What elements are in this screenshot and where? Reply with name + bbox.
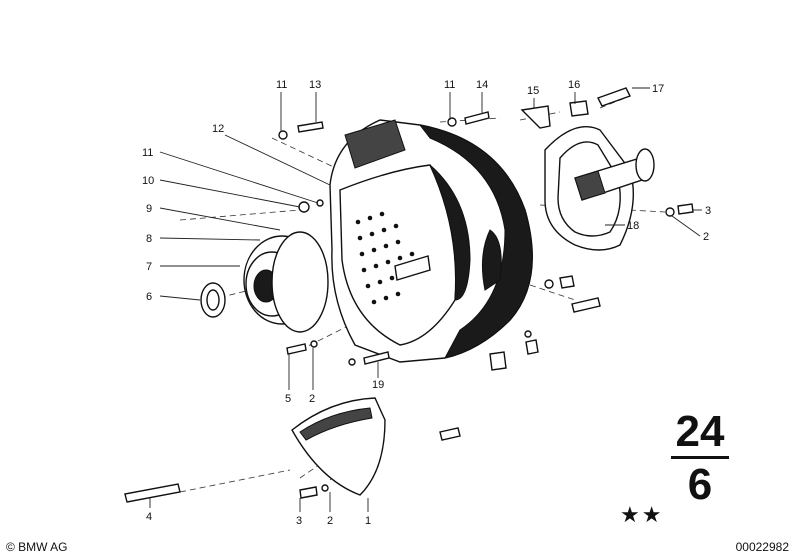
- group-sub: 6: [687, 460, 713, 509]
- callout-12: 12: [212, 123, 224, 135]
- callout-8: 8: [146, 233, 152, 245]
- callout-11-top-center: 11: [444, 79, 455, 91]
- dust-cover-plate: [291, 397, 386, 496]
- callout-14: 14: [476, 79, 488, 91]
- callout-9: 9: [146, 203, 152, 215]
- callout-19: 19: [372, 379, 384, 391]
- callout-4: 4: [146, 511, 152, 523]
- callout-2-mid: 2: [309, 393, 315, 405]
- clutch-housing: [329, 119, 533, 363]
- gasket-ring: [271, 231, 329, 333]
- callout-17: 17: [652, 83, 664, 95]
- callout-6: 6: [146, 291, 152, 303]
- housing-vent-holes: [355, 211, 415, 305]
- group-divider: [671, 456, 729, 459]
- group-main: 24: [675, 407, 725, 456]
- callout-11-left: 11: [142, 147, 153, 159]
- callout-3-right: 3: [705, 205, 711, 217]
- callout-2-bottom: 2: [327, 515, 333, 527]
- callout-1: 1: [365, 515, 371, 527]
- diagram-id: 00022982: [735, 540, 789, 554]
- leader-lines: [149, 87, 702, 512]
- callout-18: 18: [627, 220, 639, 232]
- callout-5: 5: [285, 393, 291, 405]
- star-rating-marks: ★★: [620, 503, 664, 528]
- input-shaft: [574, 148, 655, 201]
- callout-15: 15: [527, 85, 539, 97]
- callout-13: 13: [309, 79, 321, 91]
- callout-16: 16: [568, 79, 580, 91]
- callout-7: 7: [146, 261, 152, 273]
- callout-2-right: 2: [703, 231, 709, 243]
- fasteners: [124, 87, 694, 503]
- copyright-notice: © BMW AG: [6, 540, 68, 554]
- callout-10: 10: [142, 175, 154, 187]
- group-number: 24 6: [660, 410, 740, 507]
- callout-11-top-left: 11: [276, 79, 287, 91]
- callout-3-bottom: 3: [296, 515, 302, 527]
- callout-numbers: 11 13 11 14 15 16 17 12 11 10 9 8 7 6 3 …: [142, 79, 711, 527]
